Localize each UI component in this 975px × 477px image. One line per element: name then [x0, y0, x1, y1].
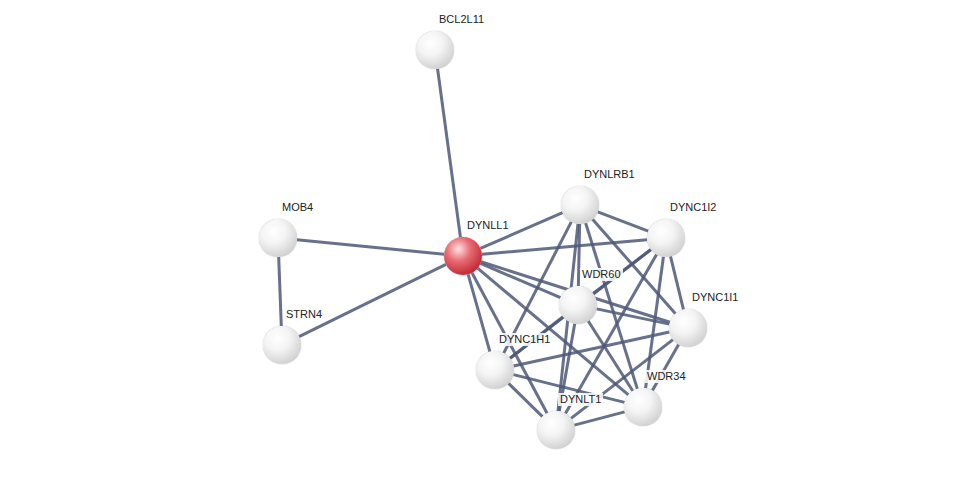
- protein-node: DYNLT1: [537, 411, 575, 449]
- protein-label: MOB4: [280, 201, 315, 214]
- protein-label: WDR60: [580, 268, 623, 281]
- interaction-edge: [597, 309, 670, 324]
- interaction-edge: [438, 69, 461, 237]
- protein-label: DYNLT1: [558, 393, 603, 406]
- interaction-edge: [588, 321, 633, 391]
- interaction-edge: [598, 212, 649, 231]
- protein-label: DYNC1I2: [668, 201, 718, 214]
- interaction-edge: [299, 264, 446, 336]
- protein-node: WDR34: [624, 388, 662, 426]
- interaction-edge: [671, 256, 684, 309]
- protein-node: MOB4: [259, 219, 297, 257]
- protein-node: STRN4: [263, 326, 301, 364]
- interaction-edge: [279, 257, 282, 326]
- protein-label: DYNC1H1: [497, 333, 552, 346]
- interaction-edge: [509, 383, 543, 416]
- interaction-edge: [297, 240, 444, 254]
- protein-node: BCL2L11: [416, 31, 454, 69]
- protein-label: STRN4: [284, 308, 324, 321]
- protein-label: DYNLL1: [465, 219, 511, 232]
- protein-node: DYNC1I1: [669, 309, 707, 347]
- interaction-edge: [574, 412, 624, 425]
- protein-node: WDR60: [559, 286, 597, 324]
- protein-label: WDR34: [645, 370, 688, 383]
- protein-node: DYNLL1: [444, 237, 482, 275]
- protein-label: DYNC1I1: [690, 291, 740, 304]
- protein-node: DYNLRB1: [561, 186, 599, 224]
- protein-node: DYNC1H1: [476, 351, 514, 389]
- protein-label: BCL2L11: [437, 13, 486, 26]
- protein-label: DYNLRB1: [582, 168, 637, 181]
- protein-node: DYNC1I2: [647, 219, 685, 257]
